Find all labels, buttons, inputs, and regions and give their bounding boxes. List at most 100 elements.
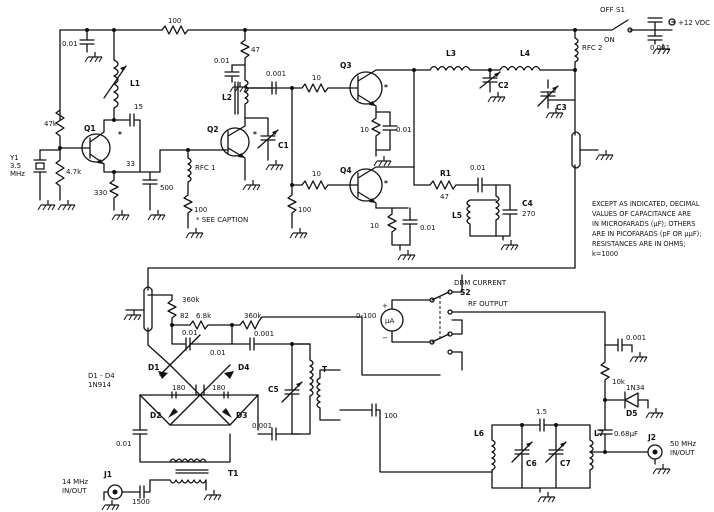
dbm-current-label: DBM CURRENT (454, 279, 507, 287)
y1-unit: MHz (10, 170, 25, 178)
q3-asterisk: * (384, 83, 388, 92)
r68k-label: 6.8k (196, 312, 212, 320)
q3-label: Q3 (340, 61, 352, 70)
r4p7k-label: 4.7k (66, 168, 82, 176)
c3-label: C3 (556, 103, 567, 112)
filter-50mhz (491, 418, 594, 503)
d4-label: D4 (238, 363, 249, 372)
y1-label: Y1 (9, 154, 19, 162)
q4-label: Q4 (340, 166, 352, 175)
s1-label: S1 (616, 6, 625, 14)
c500-label: 500 (160, 184, 173, 192)
q4-asterisk: * (384, 179, 388, 188)
q4-emitter-network (375, 207, 418, 261)
c001-r1-label: 0.01 (470, 164, 486, 172)
note-line: EXCEPT AS INDICATED, DECIMAL (592, 200, 700, 208)
jack-j1[interactable] (101, 479, 151, 511)
c100-label: 100 (384, 412, 397, 420)
notes-block: EXCEPT AS INDICATED, DECIMAL VALUES OF C… (592, 200, 701, 258)
c001e4-label: 0.01 (420, 224, 436, 232)
output-network-q4 (413, 166, 519, 251)
d5-label: D5 (626, 409, 637, 418)
meter-minus: − (382, 334, 388, 342)
s1-off: OFF (600, 6, 614, 14)
c15b-label: 1.5 (536, 408, 547, 416)
cap-15-feedback (112, 113, 141, 173)
l1-label: L1 (130, 79, 140, 88)
cap-001-topleft-label: 0.01 (62, 40, 78, 48)
j2-io: IN/OUT (670, 449, 695, 457)
c001e3-label: 0.01 (396, 126, 412, 134)
rf-output-label: RF OUTPUT (468, 300, 508, 308)
c4-label: C4 (522, 199, 533, 208)
see-caption: * SEE CAPTION (196, 216, 248, 224)
d1-label: D1 (148, 363, 159, 372)
l6-label: L6 (474, 429, 484, 438)
t1-label: T1 (228, 469, 238, 478)
resistor-4p7k (55, 149, 76, 211)
meter-range: 0-100 (356, 312, 376, 320)
transistor-q2 (187, 117, 261, 191)
meter-ua (380, 299, 431, 343)
rfc2-label: RFC 2 (582, 44, 602, 52)
c4-val: 270 (522, 210, 535, 218)
c7-label: C7 (560, 459, 571, 468)
cap-001-topleft (79, 39, 103, 63)
inductor-l1 (103, 59, 127, 121)
c001-bl-label: 0.01 (116, 440, 132, 448)
c6-label: C6 (526, 459, 537, 468)
c1500-label: 1500 (132, 498, 150, 506)
c1-label: C1 (278, 141, 289, 150)
q2-base-wire (149, 149, 189, 173)
t-label: T (322, 365, 328, 374)
mixer-lower-caps (132, 394, 301, 463)
note-line: IN MICROFARADS (µF); OTHERS (592, 220, 695, 228)
q1-label: Q1 (84, 124, 96, 133)
r360k-a-label: 360k (182, 296, 200, 304)
c180a-label: 180 (172, 384, 185, 392)
l5-label: L5 (452, 211, 462, 220)
r10b-label: 10 (312, 170, 321, 178)
l3-label: L3 (446, 49, 456, 58)
l4-label: L4 (520, 49, 530, 58)
j1-freq: 14 MHz (62, 478, 88, 486)
r330-label: 330 (94, 189, 107, 197)
c180b-label: 180 (212, 384, 225, 392)
transistor-q3 (345, 69, 415, 113)
rfc1-label: RFC 1 (195, 164, 215, 172)
c5-label: C5 (268, 385, 279, 394)
c0001-sw-label: 0.001 (650, 44, 670, 52)
transistor-q1 (58, 119, 115, 165)
note-line: k=1000 (592, 250, 618, 258)
q2-asterisk: * (253, 130, 257, 139)
q1-asterisk: * (118, 130, 122, 139)
j1-label: J1 (103, 470, 112, 479)
crystal-y1 (33, 149, 61, 211)
c0001-out-label: 0.001 (626, 334, 646, 342)
trimmer-c5-and-t (281, 343, 493, 473)
resistor-47k (55, 109, 65, 151)
power-switch-s1[interactable] (599, 17, 676, 55)
rf-output-detector (589, 338, 664, 454)
pi-network (413, 65, 576, 119)
r47-label: 47 (251, 46, 260, 54)
transformer-t1 (149, 458, 222, 501)
cap-0001-coupling (244, 81, 293, 95)
q3-emitter-network (371, 111, 398, 167)
q2-label: Q2 (207, 125, 219, 134)
r10e4-label: 10 (370, 222, 379, 230)
r100q4-label: 100 (298, 206, 311, 214)
c001-m1-label: 0.01 (182, 329, 198, 337)
jack-j2[interactable] (647, 444, 671, 475)
j2-label: J2 (647, 433, 656, 442)
coax-link-wire (147, 267, 576, 291)
switch-s2[interactable] (429, 274, 606, 371)
coax-shield-right (571, 131, 614, 269)
r1-val: 47 (440, 193, 449, 201)
l2-label: L2 (222, 93, 232, 102)
supply-label: +12 VDC (678, 19, 710, 27)
r82-label: 82 (180, 312, 189, 320)
transistor-q4 (345, 166, 415, 209)
c068-label: 0.68µF (614, 430, 638, 438)
